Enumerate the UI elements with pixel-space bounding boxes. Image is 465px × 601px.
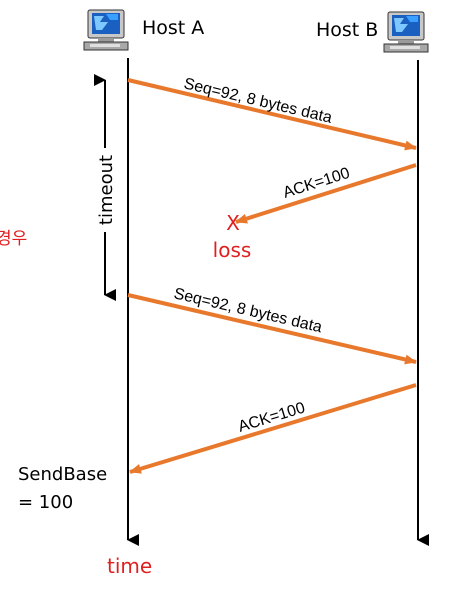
sendbase-value: = 100 xyxy=(18,492,73,513)
second-ack-arrow xyxy=(129,383,417,474)
seq-segment-label: Seq=92, 8 bytes data xyxy=(182,75,334,126)
retransmit-segment-arrow xyxy=(127,293,417,365)
seq-segment-arrow xyxy=(127,78,417,151)
sendbase-label: SendBase xyxy=(18,464,107,485)
host-a-label: Host A xyxy=(142,17,204,39)
loss-label: loss xyxy=(213,238,252,262)
loss-x-icon: X xyxy=(226,211,240,235)
time-label: time xyxy=(107,554,152,578)
host-b-computer-icon xyxy=(383,11,429,53)
host-a-computer-icon xyxy=(83,9,129,51)
left-cut-text: 경우 xyxy=(0,229,27,249)
lost-ack-arrow xyxy=(235,163,417,224)
timeout-label: timeout xyxy=(96,155,117,225)
host-b-label: Host B xyxy=(316,19,378,41)
